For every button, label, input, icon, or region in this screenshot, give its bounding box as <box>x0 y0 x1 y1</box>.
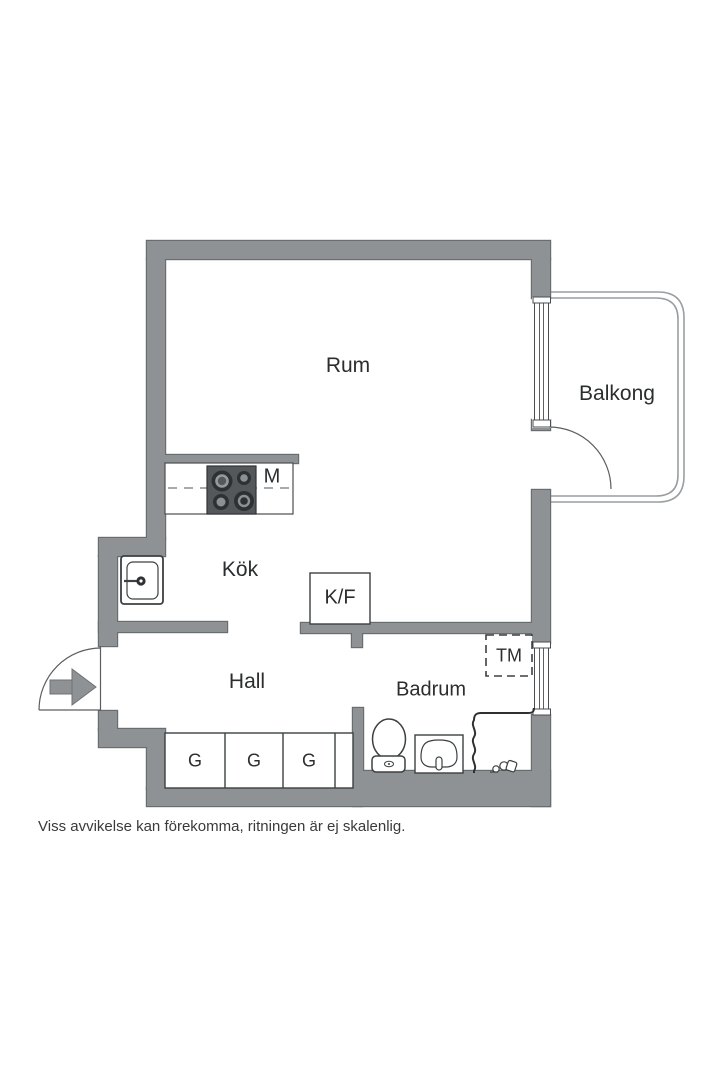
wall-left-upper <box>147 259 165 539</box>
wardrobe-label-1: G <box>187 750 203 771</box>
entry-arrow-icon <box>49 668 97 706</box>
wardrobe-label-2: G <box>246 750 262 771</box>
wall-right-lower <box>532 715 550 806</box>
wall-left-mid <box>99 556 117 646</box>
room-label-hall: Hall <box>228 670 266 693</box>
wall-badrum-stub <box>352 632 362 647</box>
shower-curtain-line <box>471 707 535 773</box>
wall-badrum-west <box>353 708 363 774</box>
entry-door <box>38 646 102 711</box>
wall-right-mid <box>532 490 550 643</box>
shower-mixer-icon <box>490 759 518 773</box>
wall-left-lower <box>147 747 165 790</box>
balcony-window <box>532 296 551 428</box>
wall-bottom-badrum <box>353 771 550 806</box>
entry-door-arc <box>38 647 102 711</box>
kf-cabinet-box <box>309 572 371 625</box>
wall-counter-bar <box>163 455 298 463</box>
wall-left-step-upper <box>99 538 165 556</box>
wardrobe-label-3: G <box>301 750 317 771</box>
tm-box <box>485 634 533 677</box>
room-label-balkong: Balkong <box>579 382 655 405</box>
wall-bottom-hall <box>147 788 362 806</box>
appliance-label-m: M <box>263 465 281 488</box>
wall-left-step-lower <box>99 729 165 747</box>
balcony-door-arc <box>548 426 612 490</box>
toilet-icon <box>371 718 407 773</box>
stove-icon <box>206 465 257 515</box>
wall-right-upper <box>532 259 550 298</box>
balcony-outline <box>549 291 685 503</box>
appliance-label-kf: K/F <box>324 586 356 609</box>
wall-top <box>147 241 550 259</box>
wall-left-below-door <box>99 711 117 730</box>
wardrobe-run <box>164 732 354 789</box>
room-label-kok: Kök <box>221 558 259 581</box>
walls <box>99 241 550 806</box>
wall-kok-hall-west <box>99 622 227 632</box>
appliance-label-tm: TM <box>496 645 522 666</box>
room-label-badrum: Badrum <box>395 678 467 701</box>
wall-outlines <box>97 239 552 808</box>
room-label-rum: Rum <box>325 354 371 377</box>
disclaimer-text: Viss avvikelse kan förekomma, ritningen … <box>38 818 406 835</box>
sink-icon <box>120 555 164 605</box>
wall-kok-hall-east <box>301 623 532 633</box>
washbasin-icon <box>414 734 464 774</box>
badrum-window <box>532 641 551 716</box>
